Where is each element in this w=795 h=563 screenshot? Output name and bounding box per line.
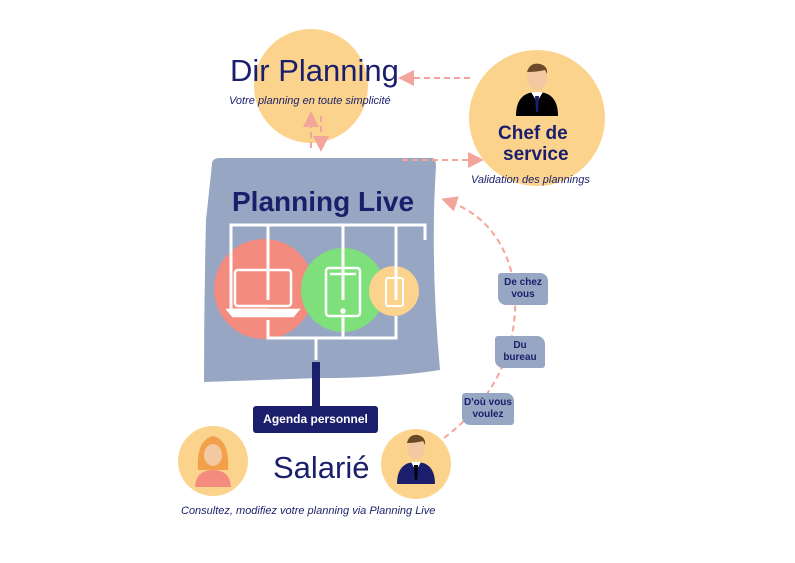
laptop-circle	[214, 239, 314, 339]
chef-title-line2: service	[503, 144, 569, 165]
tag-du-bureau-line2: bureau	[503, 352, 537, 363]
chef-person-icon	[516, 63, 558, 116]
laptop-icon	[225, 268, 301, 318]
dir-planning-title: Dir Planning	[230, 53, 399, 88]
tablet-icon	[324, 266, 362, 318]
tag-dou-vous-voulez: D'où vous voulez	[462, 393, 514, 425]
planning-live-title: Planning Live	[232, 186, 415, 217]
chef-circle	[469, 50, 605, 186]
phone-circle	[369, 266, 419, 316]
dir-planning-circle	[254, 29, 368, 143]
connector-lines	[229, 223, 427, 360]
agenda-label: Agenda personnel	[263, 412, 368, 426]
tag-dou-vous-voulez-line2: voulez	[472, 409, 504, 420]
tag-de-chez-vous-line1: De chez	[504, 277, 542, 288]
dir-planning-subtitle: Votre planning en toute simplicité	[229, 95, 391, 107]
agenda-connector	[312, 362, 320, 406]
salarie-subtitle: Consultez, modifiez votre planning via P…	[181, 505, 436, 517]
female-employee-icon	[195, 436, 231, 487]
tag-de-chez-vous-line2: vous	[511, 289, 535, 300]
tag-du-bureau-line1: Du	[513, 340, 527, 351]
chef-subtitle: Validation des plannings	[471, 174, 590, 186]
tag-de-chez-vous: De chez vous	[498, 273, 548, 305]
tag-du-bureau: Du bureau	[495, 336, 545, 368]
phone-icon	[385, 277, 404, 307]
chef-title-line1: Chef de	[498, 123, 568, 144]
tag-dou-vous-voulez-line1: D'où vous	[464, 397, 512, 408]
salarie-title: Salarié	[273, 450, 370, 485]
male-employee-icon	[397, 434, 435, 484]
agenda-button[interactable]	[253, 406, 378, 433]
